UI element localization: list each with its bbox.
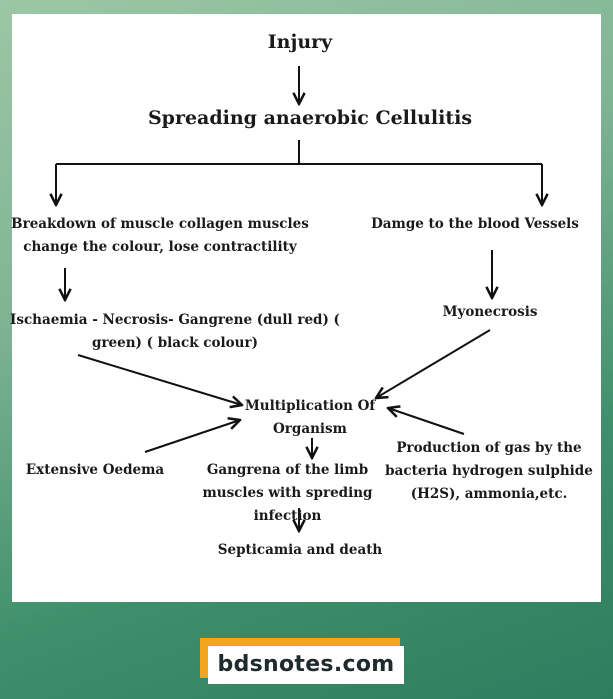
arrow-oedema-to-multiplication bbox=[144, 420, 240, 453]
node-spreading-anaerobic-cellulitis: Spreading anaerobic Cellulitis bbox=[147, 107, 473, 129]
node-ischaemia-necrosis-gangrene: Ischaemia - Necrosis- Gangrene (dull red… bbox=[10, 312, 340, 351]
node-breakdown-muscle-collagen: Breakdown of muscle collagen muscles cha… bbox=[11, 216, 309, 255]
arrow-production-to-multiplication bbox=[388, 408, 465, 435]
node-production-of-gas: Production of gas by the bacteria hydrog… bbox=[385, 440, 593, 502]
arrow-myonecrosis-to-multiplication bbox=[376, 329, 491, 398]
node-damage-blood-vessels: Damge to the blood Vessels bbox=[371, 216, 579, 232]
brand-badge: bdsnotes.com bbox=[200, 638, 412, 688]
node-injury: Injury bbox=[267, 31, 333, 53]
node-multiplication-of-organism: Multiplication Of Organism bbox=[244, 398, 376, 437]
brand-label: bdsnotes.com bbox=[208, 646, 404, 684]
node-extensive-oedema: Extensive Oedema bbox=[25, 462, 165, 478]
node-septicamia-and-death: Septicamia and death bbox=[217, 542, 383, 558]
node-myonecrosis: Myonecrosis bbox=[442, 304, 538, 320]
node-gangrena-limb-muscles: Gangrena of the limb muscles with spredi… bbox=[202, 462, 373, 524]
arrow-ischaemia-to-multiplication bbox=[77, 354, 242, 405]
diagram-card bbox=[12, 14, 601, 602]
